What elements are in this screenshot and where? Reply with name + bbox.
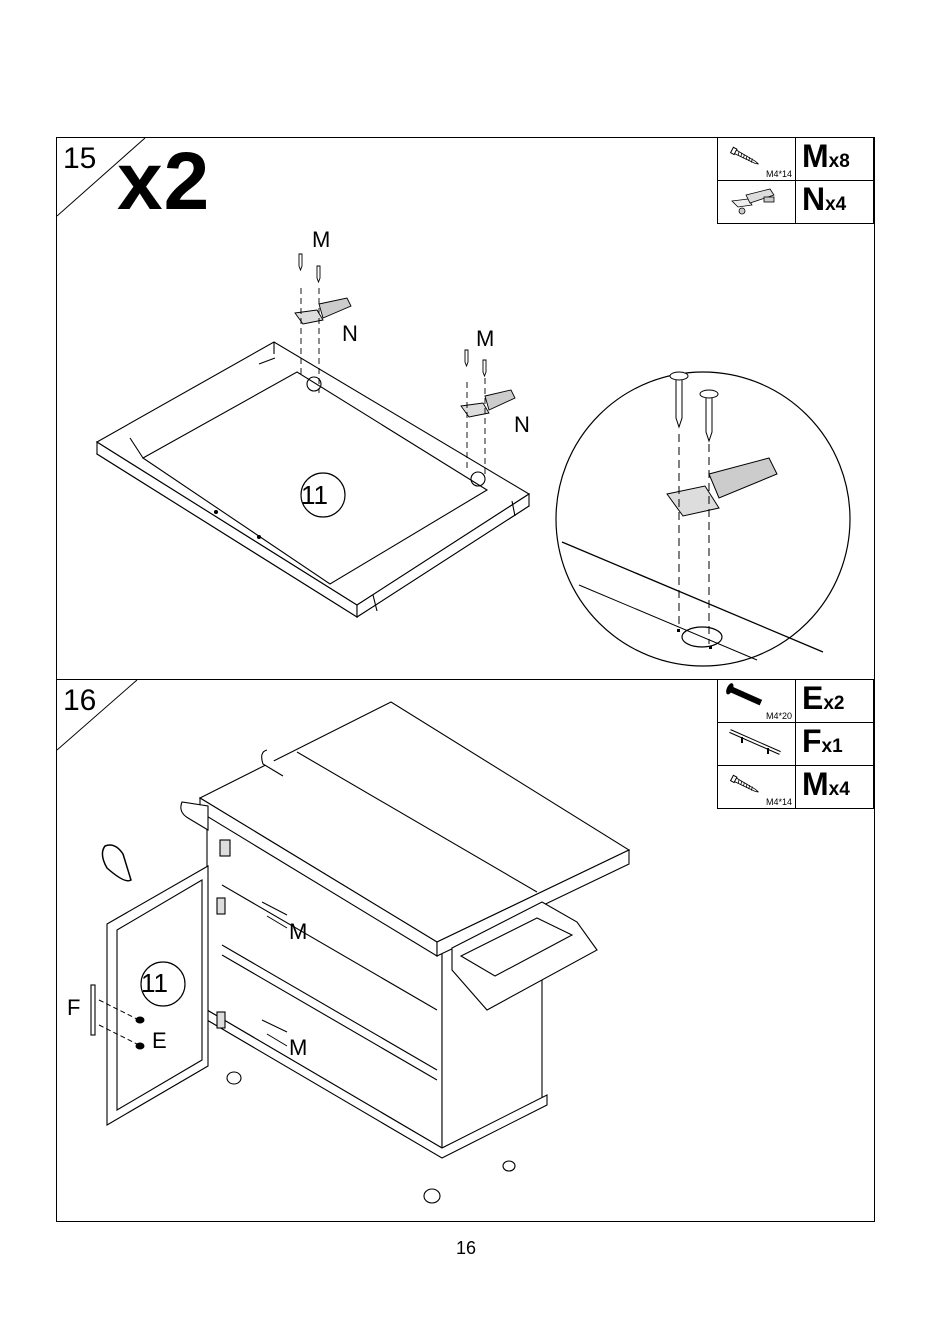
page-number: 16	[0, 1238, 932, 1259]
panel-number: 11	[301, 484, 328, 506]
callout-m: M	[289, 1037, 307, 1059]
callout-m: M	[476, 328, 494, 350]
kitchen-cart-drawing	[91, 702, 629, 1203]
detail-zoom-circle	[556, 372, 850, 666]
callout-m: M	[289, 921, 307, 943]
step-16-panel: 16 M4*20 Ex2	[56, 679, 875, 1222]
callout-e: E	[152, 1030, 167, 1052]
callout-m: M	[312, 229, 330, 251]
step-15-illustration	[57, 138, 876, 681]
hand-icon	[102, 845, 131, 881]
panel-number: 11	[141, 972, 168, 994]
callout-f: F	[67, 997, 80, 1019]
callout-n: N	[514, 414, 530, 436]
callout-n: N	[342, 323, 358, 345]
step-15-panel: 15 x2 M4*14 Mx8	[56, 137, 875, 680]
step-16-illustration	[57, 680, 876, 1223]
